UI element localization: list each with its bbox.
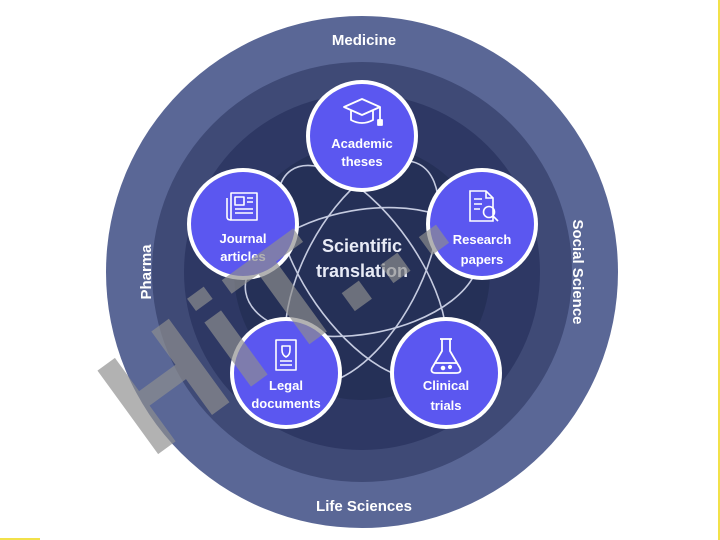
ring-label-bottom: Life Sciences [316,498,412,515]
node-label-line2: theses [341,154,382,169]
page-right-border [718,0,720,540]
ring-label-top: Medicine [332,32,396,49]
center-label-line1: Scientific [322,236,402,256]
ring-label-right: Social Science [569,219,586,324]
ring-label-left: Pharma [138,244,155,300]
flask-icon [430,338,462,374]
certificate-icon [275,339,297,371]
node-clinical-trials[interactable]: Clinical trials [390,317,502,429]
node-journal-articles[interactable]: Journal articles [187,168,299,280]
node-label-line1: Journal [220,231,267,246]
node-label-line1: Research [453,232,512,247]
document-magnifier-icon [469,190,499,222]
node-legal-documents[interactable]: Legal documents [230,317,342,429]
node-research-papers[interactable]: Research papers [426,168,538,280]
page-bottom-left-mark [0,538,40,540]
node-label-line1: Clinical [423,378,469,393]
node-label-line2: trials [430,398,461,413]
node-academic-theses[interactable]: Academic theses [306,80,418,192]
node-label-line2: papers [461,252,504,267]
graduation-cap-icon [343,98,383,126]
node-label-line2: documents [251,396,320,411]
newspaper-icon [226,192,258,221]
center-label-line2: translation [316,261,408,281]
node-label-line1: Academic [331,136,392,151]
node-label-line1: Legal [269,378,303,393]
node-label-line2: articles [220,249,266,264]
